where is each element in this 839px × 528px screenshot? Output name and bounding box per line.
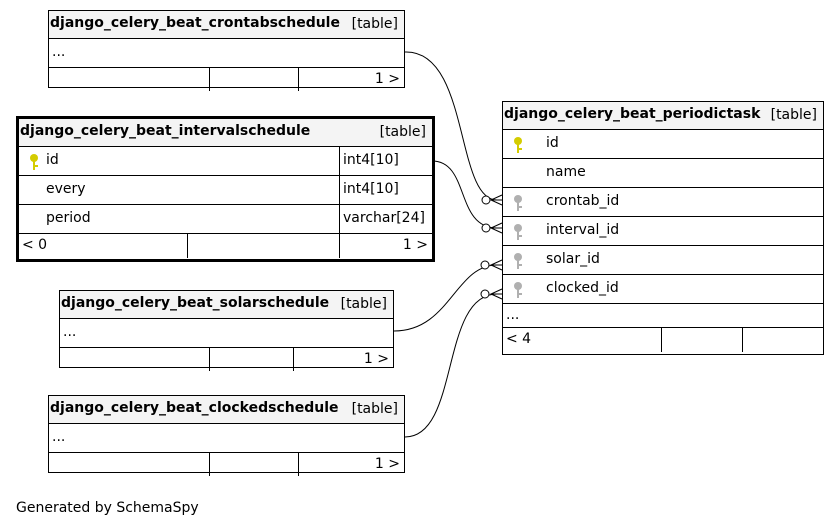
table-footer: 1 >	[60, 348, 393, 371]
divider	[339, 176, 340, 204]
children-count: 1 >	[402, 237, 428, 253]
column-name: id	[546, 135, 559, 151]
foreign-key-icon	[514, 224, 522, 240]
generated-by-caption: Generated by SchemaSpy	[16, 500, 199, 516]
parents-count: < 0	[22, 237, 48, 253]
divider	[339, 234, 340, 258]
table-footer: < 0 1 >	[19, 234, 432, 258]
ellipsis-row: ...	[49, 424, 404, 453]
table-footer: 1 >	[49, 68, 404, 91]
table-intervalschedule[interactable]: django_celery_beat_intervalschedule [tab…	[16, 116, 435, 262]
edge-crontab	[404, 51, 503, 206]
column-name: period	[46, 210, 91, 226]
table-header: django_celery_beat_solarschedule [table]	[60, 291, 393, 319]
table-type-tag: [table]	[351, 16, 398, 32]
column-row-interval-id[interactable]: interval_id	[503, 217, 823, 246]
table-name: django_celery_beat_solarschedule	[61, 295, 330, 311]
table-header: django_celery_beat_intervalschedule [tab…	[19, 119, 432, 147]
column-row-id[interactable]: id	[503, 130, 823, 159]
edge-solar	[393, 259, 503, 332]
table-periodictask[interactable]: django_celery_beat_periodictask [table] …	[502, 101, 824, 355]
ellipsis: ...	[506, 307, 520, 323]
divider	[298, 68, 299, 91]
ellipsis-row: ...	[503, 304, 823, 328]
divider	[209, 68, 210, 91]
table-header: django_celery_beat_clockedschedule [tabl…	[49, 396, 404, 424]
divider	[661, 328, 662, 352]
column-row-id[interactable]: id int4[10]	[19, 147, 432, 176]
column-name: interval_id	[546, 222, 620, 238]
table-name: django_celery_beat_intervalschedule	[20, 123, 311, 139]
children-count: 1 >	[363, 351, 389, 367]
table-header: django_celery_beat_crontabschedule [tabl…	[49, 11, 404, 39]
table-name: django_celery_beat_clockedschedule	[50, 400, 339, 416]
table-header: django_celery_beat_periodictask [table]	[503, 102, 823, 130]
ellipsis-row: ...	[49, 39, 404, 68]
table-solarschedule[interactable]: django_celery_beat_solarschedule [table]…	[59, 290, 394, 371]
column-name: name	[546, 164, 586, 180]
table-name: django_celery_beat_periodictask	[504, 106, 761, 122]
column-name: crontab_id	[546, 193, 620, 209]
parents-count: < 4	[506, 331, 532, 347]
column-name: every	[46, 181, 86, 197]
table-footer: < 4	[503, 328, 823, 352]
table-type-tag: [table]	[770, 107, 817, 123]
table-clockedschedule[interactable]: django_celery_beat_clockedschedule [tabl…	[48, 395, 405, 476]
column-name: solar_id	[546, 251, 600, 267]
column-row-crontab-id[interactable]: crontab_id	[503, 188, 823, 217]
column-row-name[interactable]: name	[503, 159, 823, 188]
divider	[209, 453, 210, 476]
column-row-period[interactable]: period varchar[24]	[19, 205, 432, 234]
ellipsis: ...	[52, 429, 66, 445]
column-name: id	[46, 152, 59, 168]
primary-key-icon	[514, 137, 522, 153]
ellipsis-row: ...	[60, 319, 393, 348]
foreign-key-icon	[514, 195, 522, 211]
table-type-tag: [table]	[340, 296, 387, 312]
table-crontabschedule[interactable]: django_celery_beat_crontabschedule [tabl…	[48, 10, 405, 91]
column-type: int4[10]	[343, 181, 399, 197]
divider	[209, 348, 210, 371]
table-type-tag: [table]	[379, 124, 426, 140]
divider	[339, 205, 340, 233]
ellipsis: ...	[52, 44, 66, 60]
divider	[742, 328, 743, 352]
table-footer: 1 >	[49, 453, 404, 476]
foreign-key-icon	[514, 282, 522, 298]
column-row-solar-id[interactable]: solar_id	[503, 246, 823, 275]
column-row-clocked-id[interactable]: clocked_id	[503, 275, 823, 304]
ellipsis: ...	[63, 324, 77, 340]
divider	[339, 147, 340, 175]
column-type: int4[10]	[343, 152, 399, 168]
edge-interval	[431, 160, 503, 234]
column-row-every[interactable]: every int4[10]	[19, 176, 432, 205]
divider	[187, 234, 188, 258]
edge-clocked	[404, 288, 503, 438]
column-name: clocked_id	[546, 280, 619, 296]
column-type: varchar[24]	[343, 210, 425, 226]
foreign-key-icon	[514, 253, 522, 269]
children-count: 1 >	[374, 71, 400, 87]
primary-key-icon	[30, 154, 38, 170]
table-type-tag: [table]	[351, 401, 398, 417]
divider	[298, 453, 299, 476]
children-count: 1 >	[374, 456, 400, 472]
table-name: django_celery_beat_crontabschedule	[50, 15, 340, 31]
divider	[293, 348, 294, 371]
